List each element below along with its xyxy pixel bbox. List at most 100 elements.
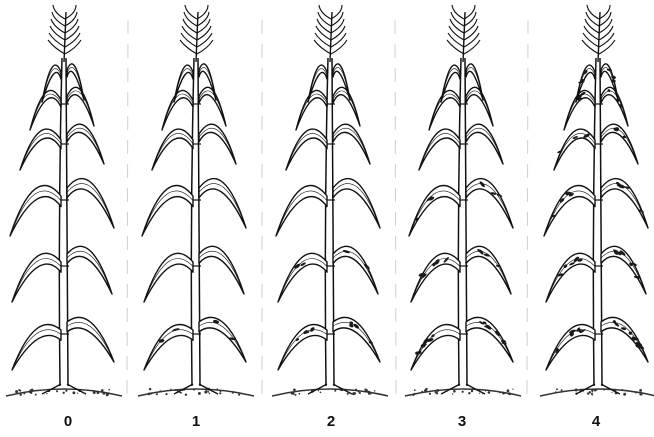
soil-speck [355, 389, 357, 391]
soil-speck [149, 388, 151, 390]
soil-speck [468, 392, 470, 394]
tassel-spike [463, 12, 465, 62]
soil-speck [425, 390, 427, 392]
tassel-branch [65, 5, 76, 19]
leaf [142, 185, 193, 236]
soil-speck [72, 391, 75, 394]
soil-speck [512, 388, 513, 389]
soil-speck [320, 391, 322, 393]
tassel [180, 5, 213, 62]
plant-illustration-4 [540, 5, 654, 396]
soil-speck [232, 392, 233, 393]
soil-speck [233, 391, 234, 392]
soil-speck [623, 393, 626, 396]
soil-speck [185, 394, 187, 396]
soil-speck [207, 391, 209, 393]
plant-illustration-3 [405, 5, 521, 396]
soil-speck [65, 390, 67, 392]
plant-illustration-2 [272, 5, 388, 396]
soil-speck [295, 394, 297, 396]
soil-line [138, 389, 254, 396]
leaf [333, 317, 380, 362]
soil-speck [488, 391, 491, 394]
leaf [601, 317, 648, 362]
soil-speck [575, 389, 578, 392]
soil-speck [165, 393, 167, 395]
soil-speck [596, 389, 597, 390]
soil-speck [176, 389, 178, 391]
tassel-branch [180, 40, 197, 54]
soil-speck [15, 390, 18, 393]
tassel [582, 5, 615, 62]
soil-speck [479, 393, 480, 394]
leaf [67, 317, 114, 362]
soil-speck [452, 393, 453, 394]
soil-speck [193, 388, 195, 390]
soil-speck [591, 390, 593, 392]
soil-speck [611, 392, 612, 393]
tassel-branch [314, 40, 331, 54]
soil-speck [353, 392, 356, 395]
soil-speck [103, 392, 106, 395]
soil-speck [292, 392, 295, 395]
stalk-right-edge [600, 58, 602, 386]
soil-speck [436, 389, 439, 392]
soil-speck [639, 389, 642, 392]
tassel-spike [64, 12, 66, 62]
tassel-spike [598, 12, 600, 62]
soil-speck [369, 392, 372, 395]
soil-speck [238, 394, 240, 396]
soil-speck [23, 392, 25, 394]
soil-speck [603, 389, 605, 391]
leaf [12, 325, 61, 370]
leaf [10, 185, 61, 236]
stalk-right-edge [465, 58, 467, 386]
leaf [466, 246, 511, 294]
soil-speck [462, 391, 464, 393]
soil-speck [150, 392, 152, 394]
severity-label-3: 3 [458, 413, 466, 430]
soil-speck [198, 392, 201, 395]
soil-speck [374, 390, 376, 392]
soil-speck [555, 391, 557, 393]
soil-speck [422, 391, 423, 392]
soil-speck [347, 393, 349, 395]
soil-speck [148, 393, 151, 396]
soil-speck [101, 389, 104, 392]
leaf [278, 325, 327, 370]
soil-speck [499, 392, 500, 393]
soil-speck [414, 389, 416, 391]
leaf [276, 185, 327, 236]
soil-speck [35, 394, 37, 396]
soil-speck [358, 391, 360, 393]
soil-speck [46, 393, 47, 394]
soil-speck [93, 391, 96, 394]
soil-speck [485, 390, 486, 391]
leaf [199, 246, 244, 294]
soil-speck [502, 392, 505, 395]
soil-speck [334, 389, 336, 391]
soil-speck [219, 392, 221, 394]
soil-speck [435, 391, 437, 393]
soil-speck [108, 389, 110, 391]
soil-speck [587, 392, 589, 394]
soil-speck [471, 390, 473, 392]
separator-4 [527, 20, 528, 395]
plant-illustration-1 [138, 5, 254, 396]
soil-speck [453, 390, 456, 393]
soil-speck [298, 393, 300, 395]
soil-speck [293, 388, 296, 391]
leaf [144, 325, 193, 370]
soil-speck [97, 391, 100, 394]
severity-label-0: 0 [64, 413, 72, 430]
soil-speck [159, 390, 161, 392]
severity-label-4: 4 [592, 413, 601, 430]
tassel [48, 5, 81, 62]
soil-speck [359, 392, 361, 394]
separator-3 [395, 20, 396, 395]
soil-speck [56, 390, 58, 392]
tassel-spike [196, 12, 198, 62]
leaf [67, 246, 112, 294]
leaf [333, 246, 378, 294]
tassel-branch [447, 40, 464, 54]
